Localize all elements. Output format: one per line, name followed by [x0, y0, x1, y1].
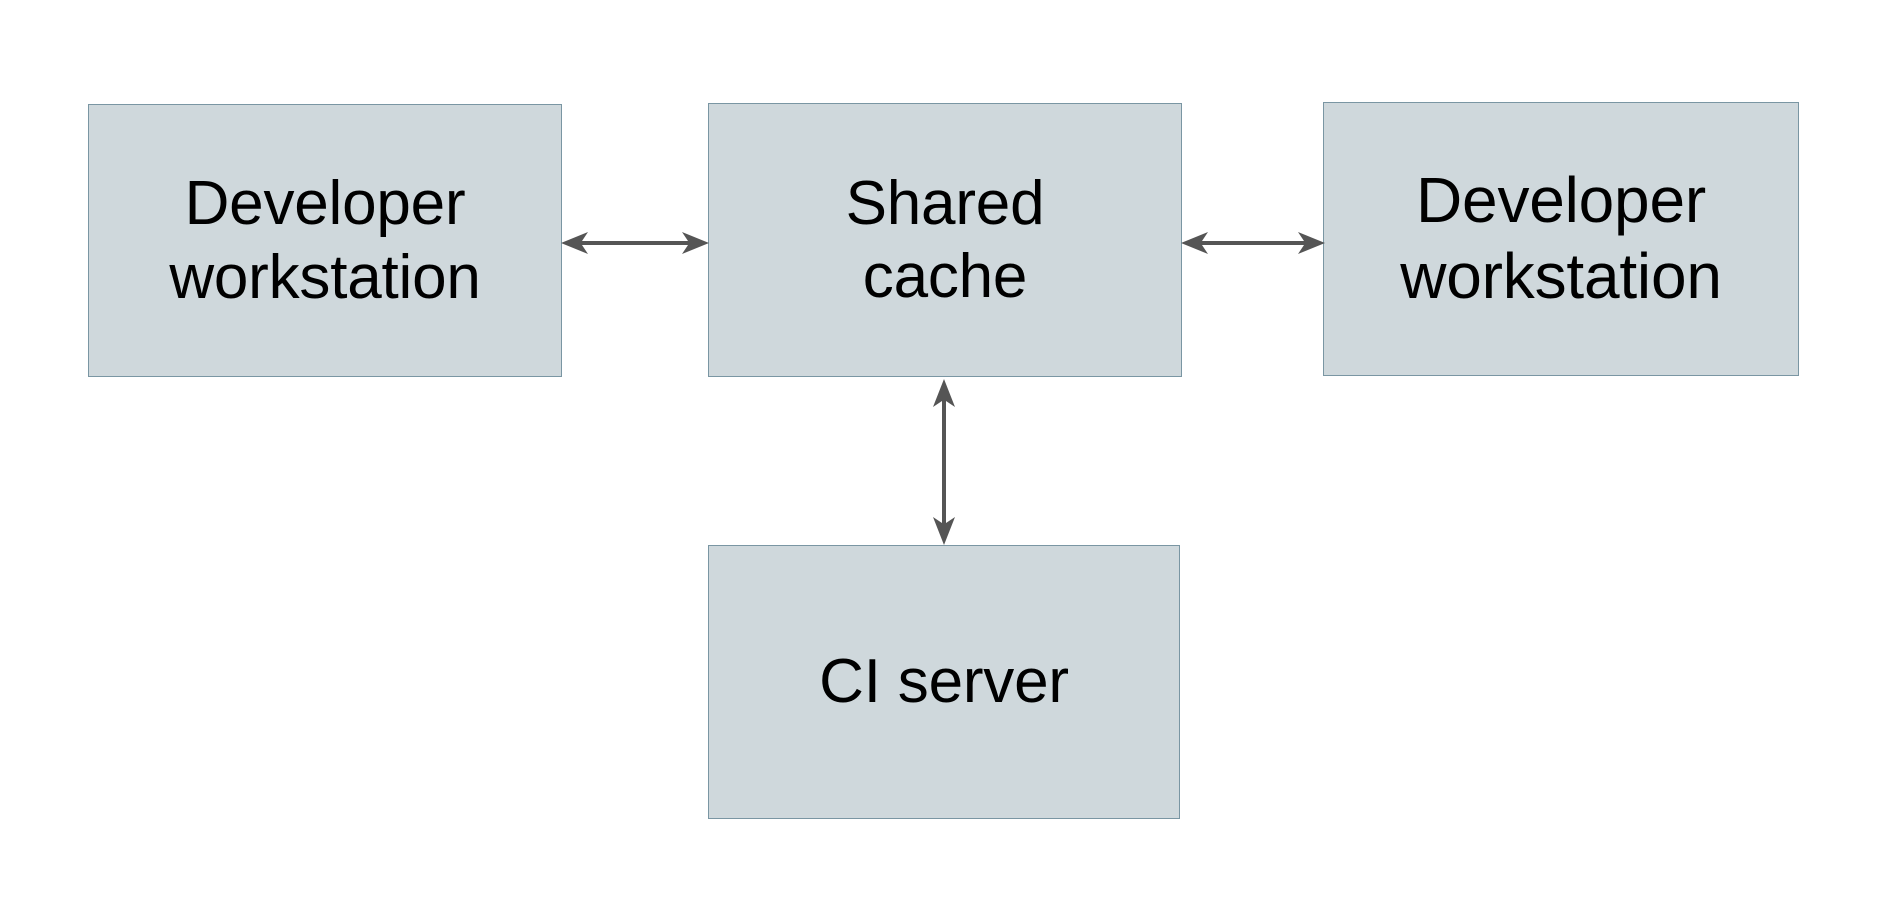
node-developer-workstation-left[interactable]: Developer workstation — [88, 104, 562, 377]
bidirectional-arrow-icon — [1181, 232, 1325, 254]
node-label: Shared cache — [845, 168, 1045, 311]
node-label: CI server — [819, 647, 1069, 717]
node-developer-workstation-right[interactable]: Developer workstation — [1323, 102, 1799, 376]
node-label: Developer workstation — [1400, 164, 1722, 312]
edge-developer-left-to-shared-cache[interactable] — [556, 222, 714, 264]
node-shared-cache[interactable]: Shared cache — [708, 103, 1182, 377]
edge-shared-cache-to-ci-server[interactable] — [923, 374, 965, 550]
bidirectional-arrow-icon — [561, 232, 709, 254]
edge-shared-cache-to-developer-right[interactable] — [1176, 222, 1330, 264]
node-ci-server[interactable]: CI server — [708, 545, 1180, 819]
bidirectional-arrow-icon — [933, 379, 955, 545]
node-label: Developer workstation — [169, 169, 481, 312]
